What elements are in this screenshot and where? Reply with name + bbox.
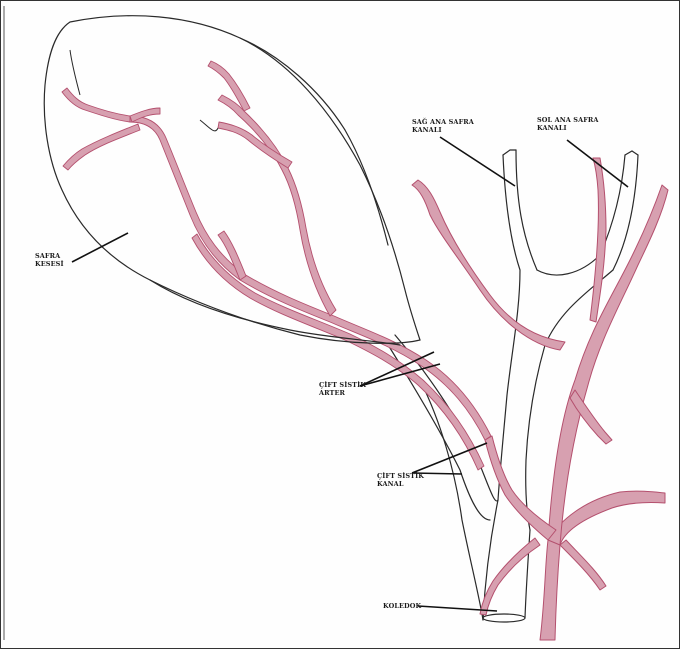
gb-detail-line-2: [200, 120, 218, 131]
choledoch-end: [483, 614, 525, 622]
gallbladder: [44, 16, 420, 345]
gastroduodenal-branch: [480, 538, 540, 615]
gb-artery-branch-2: [63, 124, 140, 170]
gallbladder-inner-fold: [240, 38, 388, 245]
label-left-duct-line1: SOL ANA SAFRA: [537, 116, 599, 124]
gb-detail-line-1: [70, 50, 80, 95]
label-gallbladder-line2: KESESİ: [35, 260, 64, 268]
cystic-artery-origin: [485, 436, 556, 540]
right-duct-cap: [503, 150, 516, 155]
gb-artery-branch-1: [62, 88, 130, 122]
left-duct-accompanying-artery: [590, 158, 606, 322]
label-cystic-duct-line1: ÇİFT SİSTİK: [377, 472, 424, 480]
label-choledoch: KOLEDOK: [383, 602, 421, 610]
right-hepatic-artery: [412, 180, 565, 350]
lower-right-branch: [560, 540, 606, 590]
label-left-main-bile-duct: SOL ANA SAFRA KANALI: [537, 116, 599, 132]
label-cystic-duct-line2: KANAL: [377, 480, 424, 488]
left-duct-cap: [625, 151, 638, 155]
label-double-cystic-artery: ÇİFT SİSTİK ARTER: [319, 381, 366, 397]
label-artery-line1: ÇİFT SİSTİK: [319, 381, 366, 389]
label-right-duct-line1: SAĞ ANA SAFRA: [412, 118, 474, 126]
leader-lines: [72, 137, 628, 611]
arteries: [412, 158, 668, 640]
label-gallbladder-line1: SAFRA: [35, 252, 64, 260]
gallbladder-outline: [44, 16, 420, 344]
label-artery-line2: ARTER: [319, 389, 366, 397]
label-right-main-bile-duct: SAĞ ANA SAFRA KANALI: [412, 118, 474, 134]
label-right-duct-line2: KANALI: [412, 126, 474, 134]
right-duct-right-wall: [516, 150, 537, 270]
hepatic-confluence-top: [537, 255, 600, 275]
label-left-duct-line2: KANALI: [537, 124, 599, 132]
label-gallbladder: SAFRA KESESİ: [35, 252, 64, 268]
cystic-artery-anterior: [130, 116, 491, 440]
leader-gallbladder: [72, 233, 128, 262]
left-hepatic-artery: [548, 185, 668, 545]
label-choledoch-line1: KOLEDOK: [383, 602, 421, 610]
label-double-cystic-duct: ÇİFT SİSTİK KANAL: [377, 472, 424, 488]
